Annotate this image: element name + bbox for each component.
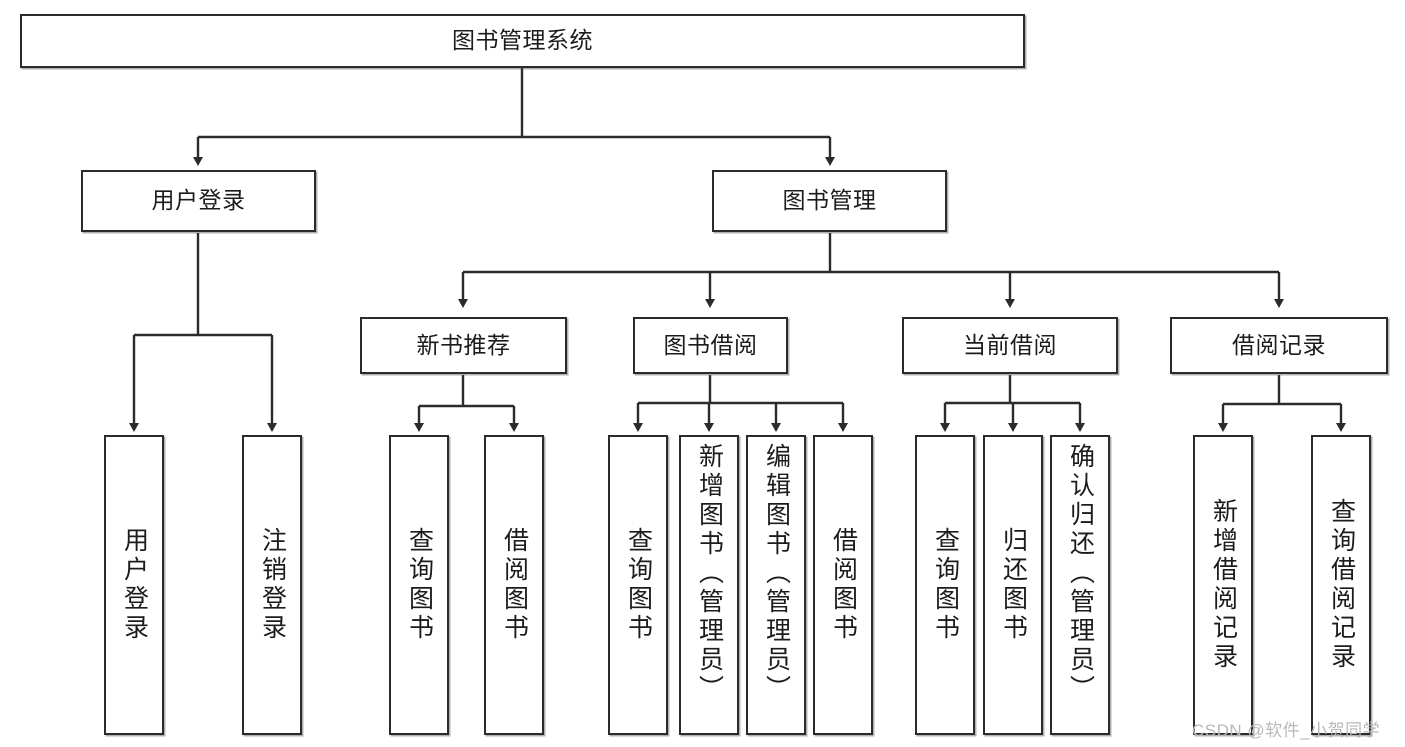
node-label: 借阅图书 [500, 527, 529, 643]
leaf-borrow-edit-book-admin[interactable]: 编辑图书（管理员） [746, 435, 806, 735]
node-label: 用户登录 [120, 527, 149, 643]
node-current-borrow[interactable]: 当前借阅 [902, 317, 1118, 374]
node-label: 查询借阅记录 [1327, 498, 1356, 672]
node-label: 归还图书 [999, 527, 1028, 643]
node-book-management[interactable]: 图书管理 [712, 170, 947, 232]
node-user-login[interactable]: 用户登录 [81, 170, 316, 232]
leaf-borrow-borrow-book[interactable]: 借阅图书 [813, 435, 873, 735]
node-label: 注销登录 [258, 527, 287, 643]
node-label: 查询图书 [624, 527, 653, 643]
leaf-record-query-record[interactable]: 查询借阅记录 [1311, 435, 1371, 735]
node-label: 借阅记录 [1232, 331, 1326, 358]
node-new-book-recommend[interactable]: 新书推荐 [360, 317, 567, 374]
node-label: 编辑图书（管理员） [762, 443, 791, 704]
node-root-system[interactable]: 图书管理系统 [20, 14, 1025, 68]
node-book-borrow[interactable]: 图书借阅 [633, 317, 788, 374]
leaf-record-add-record[interactable]: 新增借阅记录 [1193, 435, 1253, 735]
node-label: 新书推荐 [416, 331, 511, 358]
leaf-recommend-query-book[interactable]: 查询图书 [389, 435, 449, 735]
leaf-borrow-add-book-admin[interactable]: 新增图书（管理员） [679, 435, 739, 735]
node-label: 借阅图书 [829, 527, 858, 643]
node-label: 当前借阅 [963, 331, 1057, 358]
leaf-current-confirm-return-admin[interactable]: 确认归还（管理员） [1050, 435, 1110, 735]
leaf-user-login-logout[interactable]: 注销登录 [242, 435, 302, 735]
leaf-borrow-query-book[interactable]: 查询图书 [608, 435, 668, 735]
node-label: 查询图书 [405, 527, 434, 643]
node-label: 新增借阅记录 [1209, 498, 1238, 672]
node-label: 用户登录 [151, 187, 246, 214]
leaf-user-login-login[interactable]: 用户登录 [104, 435, 164, 735]
node-label: 确认归还（管理员） [1066, 443, 1095, 704]
leaf-recommend-borrow-book[interactable]: 借阅图书 [484, 435, 544, 735]
node-label: 图书管理 [782, 187, 877, 214]
leaf-current-query-book[interactable]: 查询图书 [915, 435, 975, 735]
node-label: 新增图书（管理员） [695, 443, 724, 704]
node-label: 图书管理系统 [452, 27, 593, 54]
csdn-watermark: CSDN @软件_小贺同学 [1192, 721, 1381, 740]
leaf-current-return-book[interactable]: 归还图书 [983, 435, 1043, 735]
node-label: 图书借阅 [663, 331, 758, 358]
node-label: 查询图书 [931, 527, 960, 643]
node-borrow-record[interactable]: 借阅记录 [1170, 317, 1388, 374]
